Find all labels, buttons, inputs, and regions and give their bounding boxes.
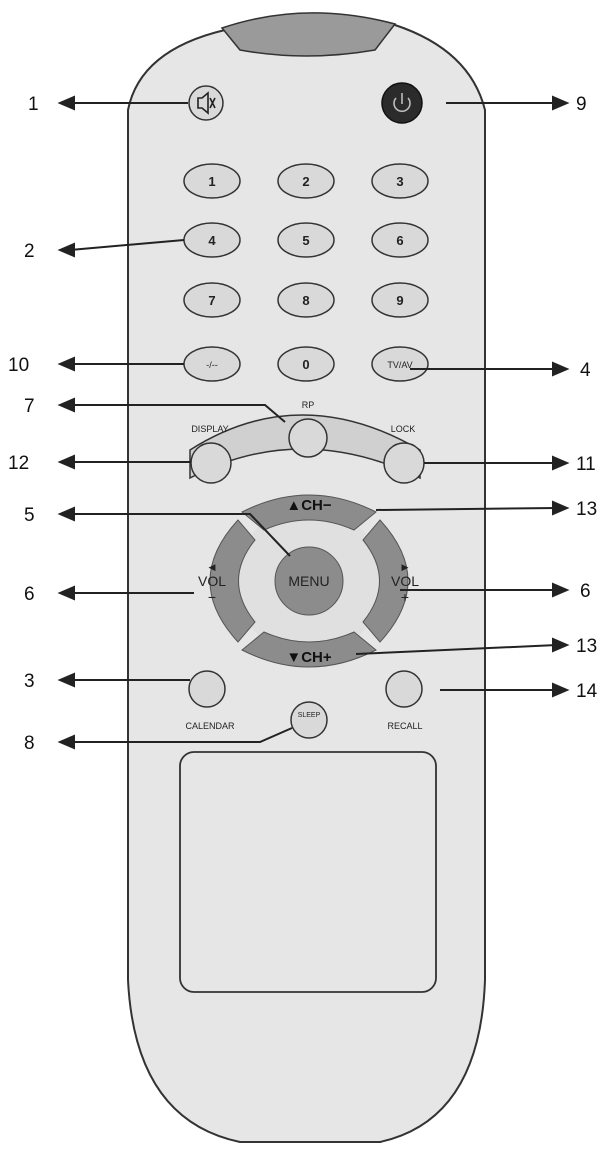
callout-arrow-sleep [57, 734, 75, 750]
vol-right-label: VOL [391, 573, 419, 589]
callout-number-vol-right: 6 [580, 581, 591, 602]
callout-arrow-rp [57, 397, 75, 413]
callout-line-rp [70, 404, 286, 423]
callout-number-numbers: 2 [24, 241, 35, 262]
callout-arrow-lock [552, 455, 570, 471]
vol-left-sign: − [208, 589, 216, 605]
callout-number-ch-up: 13 [576, 499, 597, 520]
number-button-5[interactable]: 5 [277, 222, 335, 258]
lock-button[interactable] [383, 442, 425, 484]
callout-number-recall: 14 [576, 681, 598, 702]
number-button-2-label: 2 [302, 174, 309, 189]
rp-label: RP [302, 400, 315, 410]
display-label: DISPLAY [191, 424, 228, 434]
power-icon [393, 93, 411, 113]
number-pad: 1 2 3 4 5 6 7 8 [183, 163, 429, 318]
number-button-3-label: 3 [396, 174, 403, 189]
callout-line-menu [70, 513, 291, 557]
number-button-7-label: 7 [208, 293, 215, 308]
number-button-3[interactable]: 3 [371, 163, 429, 199]
rp-button[interactable] [288, 418, 328, 458]
callout-line-numbers [69, 239, 185, 251]
dpad: ▲CH− ▼CH+ MENU ◀ VOL − ▶ VOL + [198, 494, 419, 668]
callout-number-sleep: 8 [24, 733, 35, 754]
sleep-label: SLEEP [298, 712, 321, 719]
zero-button[interactable]: 0 [277, 346, 335, 382]
number-button-6-label: 6 [396, 233, 403, 248]
calendar-button[interactable] [188, 670, 226, 708]
power-button[interactable] [381, 82, 423, 124]
callout-arrow-ch-up [552, 500, 570, 516]
display-button[interactable] [190, 442, 232, 484]
callout-number-dash: 10 [8, 355, 29, 376]
callout-arrow-vol-left [57, 585, 75, 601]
dash-button[interactable]: -/-- [183, 346, 241, 382]
callout-line-ch-down [355, 644, 558, 655]
ch-down-button[interactable] [241, 631, 377, 668]
vol-left-label: VOL [198, 573, 226, 589]
menu-button[interactable] [274, 546, 344, 616]
callout-number-mute: 1 [28, 94, 39, 115]
callout-arrow-dash [57, 356, 75, 372]
mute-icon [197, 91, 216, 115]
number-button-4[interactable]: 4 [183, 222, 241, 258]
callout-number-power: 9 [576, 94, 587, 115]
vol-right-button[interactable] [362, 519, 409, 643]
recall-button[interactable] [385, 670, 423, 708]
callout-number-display: 12 [8, 453, 29, 474]
number-button-1-label: 1 [208, 174, 215, 189]
number-button-9-label: 9 [396, 293, 403, 308]
callout-line-ch-up [375, 507, 558, 511]
vol-left-arrow: ◀ [209, 562, 216, 572]
number-button-2[interactable]: 2 [277, 163, 335, 199]
callout-arrow-recall [552, 682, 570, 698]
callout-number-rp: 7 [24, 396, 35, 417]
callout-arrow-tvav [552, 361, 570, 377]
menu-label: MENU [288, 573, 329, 589]
callout-number-ch-down: 13 [576, 636, 597, 657]
callout-number-lock: 11 [576, 454, 596, 475]
number-button-6[interactable]: 6 [371, 222, 429, 258]
lock-label: LOCK [391, 424, 416, 434]
zero-button-label: 0 [302, 357, 309, 372]
callout-number-vol-left: 6 [24, 584, 35, 605]
ir-window [220, 12, 397, 57]
callout-arrow-menu [57, 506, 75, 522]
callout-arrow-ch-down [552, 637, 570, 653]
callout-arrow-display [57, 454, 75, 470]
ch-down-label: ▼CH+ [286, 649, 332, 666]
callout-number-tvav: 4 [580, 360, 591, 381]
ch-up-button[interactable] [241, 494, 377, 531]
calendar-label: CALENDAR [185, 721, 235, 731]
callout-number-menu: 5 [24, 505, 35, 526]
callout-arrow-vol-right [552, 582, 570, 598]
callout-arrow-mute [57, 95, 75, 111]
recall-label: RECALL [387, 721, 422, 731]
mute-button[interactable] [188, 85, 224, 121]
vol-left-button[interactable] [209, 519, 256, 643]
callout-arrow-power [552, 95, 570, 111]
tvav-button-label: TV/AV [387, 360, 412, 370]
callout-number-calendar: 3 [24, 671, 35, 692]
number-button-7[interactable]: 7 [183, 282, 241, 318]
dash-button-label: -/-- [206, 360, 218, 370]
number-button-5-label: 5 [302, 233, 309, 248]
vol-right-arrow: ▶ [402, 562, 409, 572]
number-button-4-label: 4 [208, 233, 216, 248]
callout-line-sleep [70, 727, 293, 743]
battery-cover [179, 751, 437, 993]
ch-up-label: ▲CH− [286, 497, 332, 514]
number-button-9[interactable]: 9 [371, 282, 429, 318]
sleep-button[interactable]: SLEEP [290, 701, 328, 739]
callout-arrow-calendar [57, 672, 75, 688]
number-button-1[interactable]: 1 [183, 163, 241, 199]
tvav-button[interactable]: TV/AV [371, 346, 429, 382]
callout-arrow-numbers [57, 242, 75, 258]
number-button-8-label: 8 [302, 293, 309, 308]
number-button-8[interactable]: 8 [277, 282, 335, 318]
vol-right-sign: + [401, 589, 409, 605]
